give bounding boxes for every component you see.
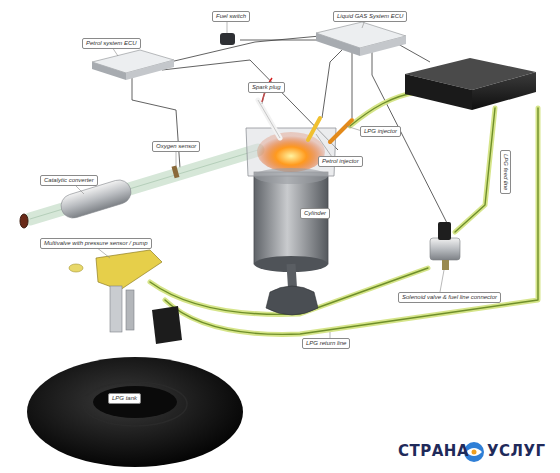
part-label: Cylinder <box>300 208 330 219</box>
lpg-ecu-side <box>316 33 360 56</box>
part-label: LPG injector <box>360 126 401 137</box>
fuel-line-connector <box>442 260 449 270</box>
part-label: Spark plug <box>248 82 285 93</box>
lpg-tank-ridge <box>83 382 187 426</box>
watermark-text: УСЛУГ <box>487 443 546 460</box>
fuel-switch <box>220 33 235 45</box>
lpg-ecu-front <box>360 36 406 56</box>
part-label: Petrol system ECU <box>82 38 141 49</box>
part-label: Fuel switch <box>212 11 250 22</box>
signal-wire <box>132 76 180 168</box>
part-label: LPG return line <box>302 338 350 349</box>
combustion-flame <box>257 132 325 172</box>
watermark-logo-dot <box>472 450 477 455</box>
pressure-sensor <box>69 264 83 272</box>
part-label: LPG tank <box>108 393 141 404</box>
leader-line <box>316 134 332 157</box>
injector-line-glow <box>350 92 418 126</box>
lpg-tank <box>27 357 243 467</box>
crankshaft <box>266 286 318 315</box>
signal-wire <box>352 52 353 118</box>
part-label: Catalytic converter <box>40 175 98 186</box>
return-line <box>165 108 538 334</box>
petrol-ecu-front <box>126 60 174 80</box>
leader-line <box>176 150 177 166</box>
signal-wire <box>322 50 342 118</box>
feed-line <box>455 108 495 232</box>
part-label: Oxygen sensor <box>152 141 200 152</box>
reducer-box-side <box>405 74 472 110</box>
pump-filter <box>152 306 182 344</box>
signal-wire <box>398 44 430 62</box>
spark-plug-edge <box>258 100 280 138</box>
piston-top <box>254 168 328 184</box>
return-line-glow <box>165 108 538 334</box>
part-label: Multivalve with pressure sensor / pump <box>40 238 152 249</box>
lpg-injector <box>330 120 352 142</box>
tailpipe-end <box>20 214 28 228</box>
solenoid-valve <box>430 238 460 260</box>
reducer-box-front <box>472 72 536 110</box>
petrol-ecu-side <box>92 62 126 80</box>
leader-line <box>440 270 444 292</box>
fuel-pump <box>110 286 122 332</box>
lpg-tank-hole <box>93 386 177 418</box>
injector-line <box>350 92 418 126</box>
part-label: LPG feed line <box>500 150 511 194</box>
multivalve <box>96 250 162 290</box>
signal-wire <box>240 40 322 41</box>
oxygen-sensor <box>172 165 180 178</box>
spark-plug <box>258 100 280 138</box>
watermark-text: СТРАНА <box>398 443 469 460</box>
part-label: Liquid GAS System ECU <box>333 11 407 22</box>
part-label: Petrol injector <box>318 156 363 167</box>
part-label: Solenoid valve & fuel line connector <box>398 292 501 303</box>
solenoid-coil <box>438 222 451 240</box>
pump-tube <box>126 290 134 330</box>
feed-line-glow <box>455 108 495 232</box>
